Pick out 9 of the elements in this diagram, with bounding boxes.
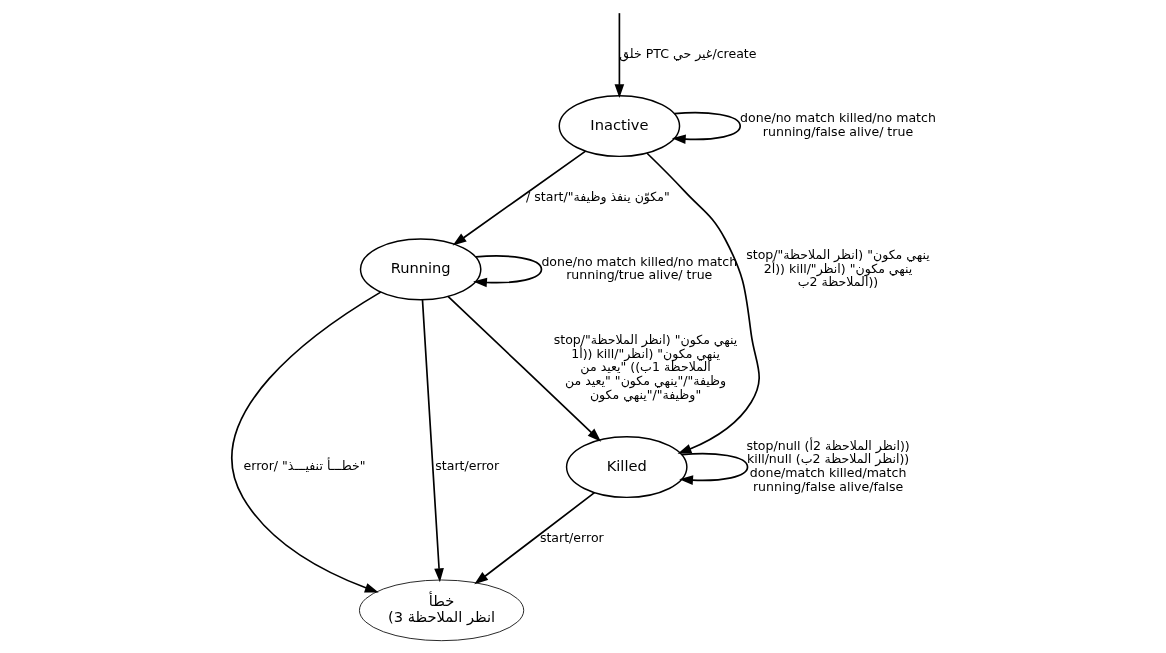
edge-label: stop/"ينهي مكون" (انظر الملاحظة 2أ)) kill/"ينهي مكون" (انظر الملاحظة 2ب))	[745, 246, 930, 290]
edge-label: start/error	[434, 458, 499, 474]
edge-label: / start/"مكوّن ينفذ وظيفة"	[525, 188, 670, 204]
edge-label: start/error	[539, 529, 604, 545]
edge-label: done/no match killed/no match running/true alive/ true	[540, 253, 737, 283]
edge-label: stop/"ينهي مكون" (انظر الملاحظة 1أ)) kill/"ينهي مكون" (انظر الملاحظة 1ب)) "يعيد من وظيفة"/"ينهي مكون" "يعيد من وظيفة"/"ينهي مكون"	[553, 332, 737, 402]
edge-label: error/ "خطـــأ تنفيـــذ"	[243, 458, 366, 474]
edge-label: خلق PTC غير حي/create	[618, 45, 756, 61]
edge-label: done/no match killed/no match running/false alive/ true	[739, 110, 936, 140]
